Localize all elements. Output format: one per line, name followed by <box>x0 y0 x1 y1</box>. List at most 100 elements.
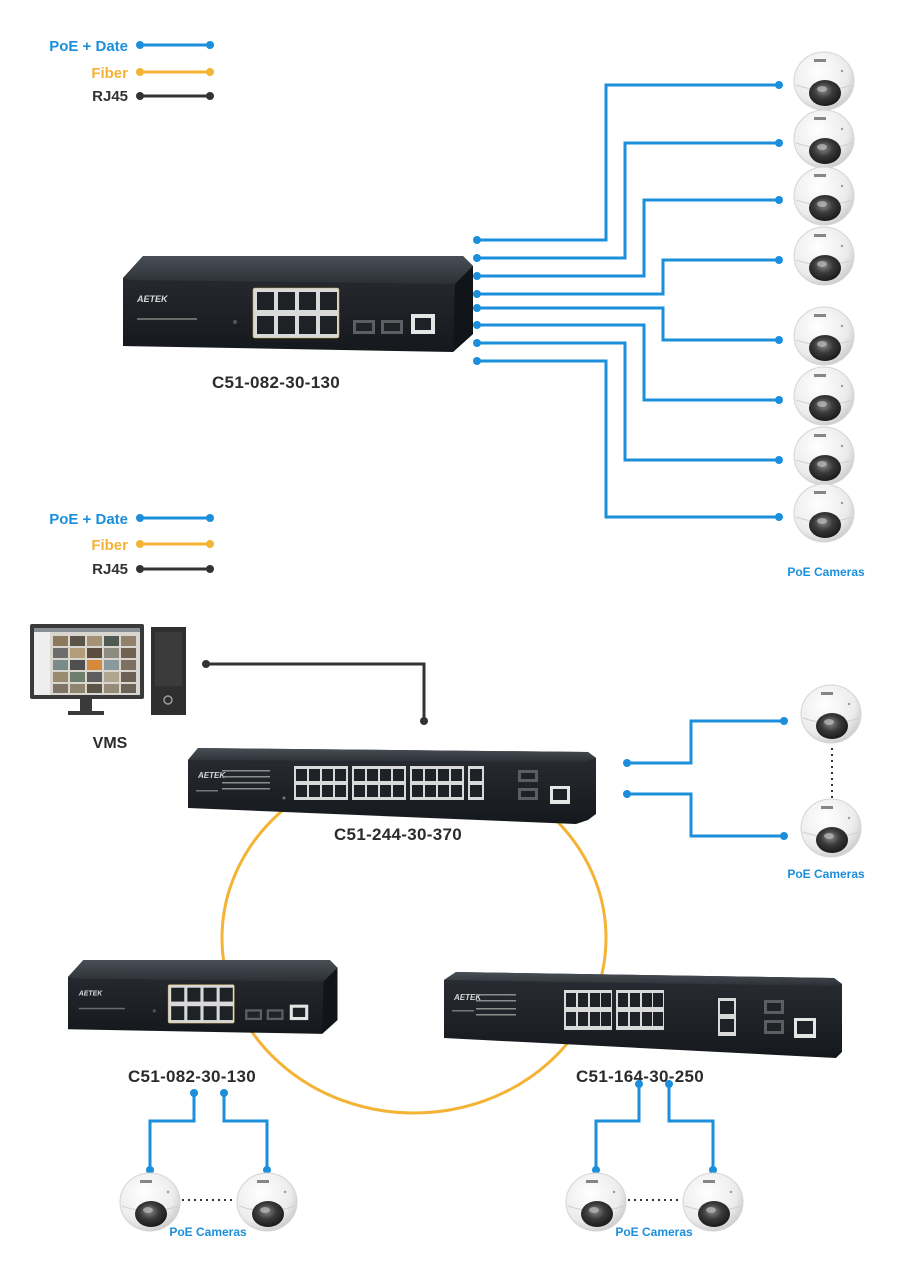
right-switch: C51-164-30-250 <box>444 972 842 1086</box>
legend-top: PoE + Date Fiber RJ45 <box>49 38 214 105</box>
poe-link-endpoint <box>473 290 481 298</box>
legend-dot <box>136 540 144 548</box>
poe-link-endpoint <box>775 513 783 521</box>
poe-link-line <box>477 306 779 342</box>
poe-link-line <box>477 341 779 462</box>
dome-camera-icon <box>793 426 855 486</box>
core-cameras-label: PoE Cameras <box>787 867 865 881</box>
poe-link-endpoint <box>473 321 481 329</box>
switch-8port-image <box>122 255 474 353</box>
star-switch-model: C51-082-30-130 <box>212 373 340 392</box>
legend-label-rj45: RJ45 <box>92 561 128 578</box>
dome-camera-icon <box>800 798 862 858</box>
legend-label-rj45: RJ45 <box>92 88 128 105</box>
poe-link-endpoint <box>775 456 783 464</box>
legend-item-rj45: RJ45 <box>92 88 214 105</box>
legend-label-poe: PoE + Date <box>49 38 128 55</box>
poe-link-endpoint <box>473 272 481 280</box>
legend-dot <box>206 540 214 548</box>
dome-camera-icon <box>793 366 855 426</box>
poe-link <box>473 357 783 521</box>
poe-link-endpoint <box>775 139 783 147</box>
dome-camera-icon <box>793 51 855 111</box>
legend-label-fiber: Fiber <box>91 537 128 554</box>
poe-link-endpoint <box>473 339 481 347</box>
dome-camera-icon <box>793 109 855 169</box>
legend-dot <box>136 565 144 573</box>
left-cameras-label: PoE Cameras <box>169 1225 247 1239</box>
legend-item-poe: PoE + Date <box>49 38 214 55</box>
poe-link-endpoint <box>775 81 783 89</box>
poe-link-endpoint <box>775 256 783 264</box>
dome-camera-icon <box>793 306 855 366</box>
poe-link-endpoint <box>473 236 481 244</box>
legend-dot <box>136 514 144 522</box>
poe-link <box>473 256 783 298</box>
core-switch: C51-244-30-370 <box>188 748 596 844</box>
vms-label: VMS <box>93 735 128 752</box>
legend-dot <box>206 92 214 100</box>
legend-item-poe: PoE + Date <box>49 511 214 528</box>
poe-link <box>473 339 783 464</box>
right-cameras-label: PoE Cameras <box>615 1225 693 1239</box>
legend-dot <box>206 514 214 522</box>
poe-link <box>473 321 783 404</box>
switch-24port-image <box>188 748 596 824</box>
poe-link-endpoint <box>775 336 783 344</box>
dome-camera-icon <box>793 166 855 226</box>
left-switch: C51-082-30-130 <box>67 959 338 1086</box>
core-cameras: PoE Cameras <box>787 684 865 881</box>
core-poe-links <box>623 717 788 840</box>
monitor-icon <box>30 624 144 715</box>
legend-label-fiber: Fiber <box>91 65 128 82</box>
left-switch-model: C51-082-30-130 <box>128 1067 256 1086</box>
poe-link <box>473 139 783 262</box>
poe-link <box>473 196 783 280</box>
dome-camera-icon <box>793 226 855 286</box>
star-poe-links <box>473 81 783 521</box>
poe-link-line <box>477 198 779 278</box>
poe-link-line <box>477 359 779 519</box>
poe-link-endpoint <box>473 357 481 365</box>
legend-bottom: PoE + Date Fiber RJ45 <box>49 511 214 578</box>
legend-dot <box>136 68 144 76</box>
poe-link-line <box>477 83 779 242</box>
poe-link-line <box>477 323 779 402</box>
dome-camera-icon <box>119 1172 181 1232</box>
legend-dot <box>206 68 214 76</box>
left-cameras: PoE Cameras <box>119 1172 298 1239</box>
dome-camera-icon <box>682 1172 744 1232</box>
poe-link-endpoint <box>473 254 481 262</box>
dome-camera-icon <box>793 483 855 543</box>
dome-camera-icon <box>236 1172 298 1232</box>
legend-dot <box>206 41 214 49</box>
poe-link-endpoint <box>775 196 783 204</box>
legend-dot <box>136 92 144 100</box>
legend-label-poe: PoE + Date <box>49 511 128 528</box>
switch-8port-image <box>67 959 338 1035</box>
legend-dot <box>136 41 144 49</box>
vms-workstation: VMS <box>30 624 186 752</box>
core-switch-model: C51-244-30-370 <box>334 825 462 844</box>
star-switch: C51-082-30-130 <box>122 255 474 392</box>
dome-camera-icon <box>565 1172 627 1232</box>
legend-item-fiber: Fiber <box>91 537 214 554</box>
pc-tower-icon <box>151 627 186 715</box>
right-cameras: PoE Cameras <box>565 1172 744 1239</box>
poe-link <box>473 81 783 244</box>
legend-item-fiber: Fiber <box>91 65 214 82</box>
poe-link-endpoint <box>775 396 783 404</box>
legend-dot <box>206 565 214 573</box>
poe-link <box>473 304 783 344</box>
legend-item-rj45: RJ45 <box>92 561 214 578</box>
dome-camera-icon <box>800 684 862 744</box>
rj45-link-vms <box>202 660 428 725</box>
star-cameras-label: PoE Cameras <box>787 565 865 579</box>
right-poe-links <box>592 1080 717 1174</box>
left-poe-links <box>146 1089 271 1174</box>
poe-link-line <box>477 258 779 296</box>
star-cameras <box>793 51 855 543</box>
poe-link-line <box>477 141 779 260</box>
poe-link-endpoint <box>473 304 481 312</box>
